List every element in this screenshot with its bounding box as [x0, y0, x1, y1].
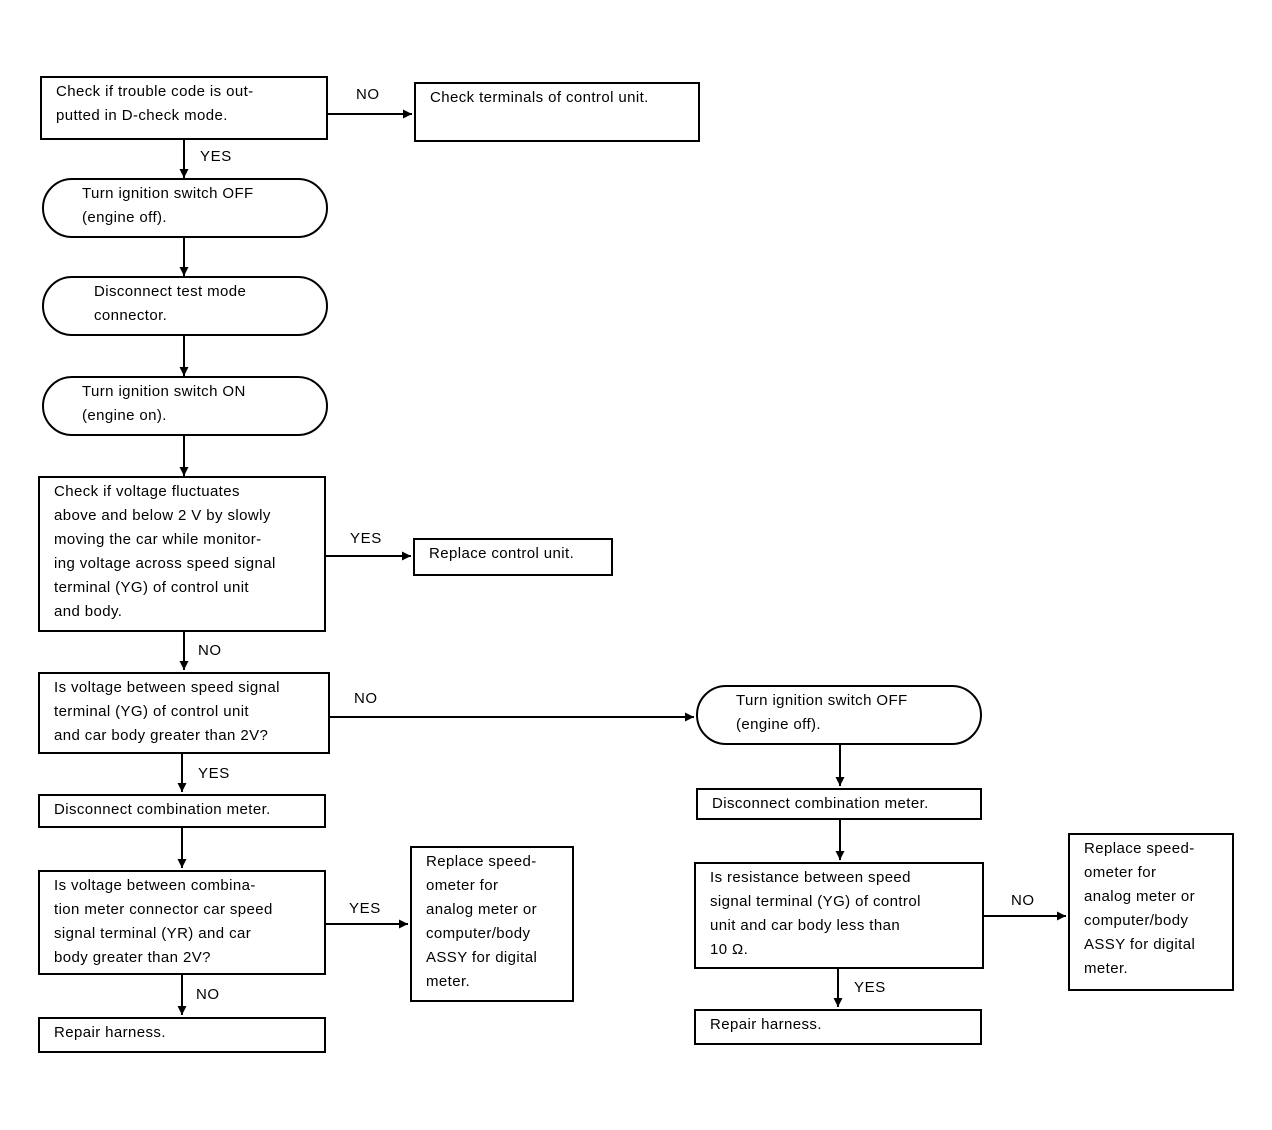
- replace-speedometer-box-right: Replace speed- ometer for analog meter o…: [1068, 833, 1234, 991]
- turn-ignition-off-box-right: Turn ignition switch OFF (engine off).: [696, 685, 982, 745]
- label-n6-yes: YES: [198, 765, 230, 782]
- resistance-check-box: Is resistance between speed signal termi…: [694, 862, 984, 969]
- label-n6-no: NO: [354, 690, 378, 707]
- repair-harness-box-right: Repair harness.: [694, 1009, 982, 1045]
- label-n5-no: NO: [198, 642, 222, 659]
- replace-speedometer-box-left: Replace speed- ometer for analog meter o…: [410, 846, 574, 1002]
- label-n1-no: NO: [356, 86, 380, 103]
- label-r3-yes: YES: [854, 979, 886, 996]
- check-trouble-code-box: Check if trouble code is out- putted in …: [40, 76, 328, 140]
- voltage-speed-signal-box: Is voltage between speed signal terminal…: [38, 672, 330, 754]
- label-n8-no: NO: [196, 986, 220, 1003]
- check-terminals-box: Check terminals of control unit.: [414, 82, 700, 142]
- turn-ignition-off-box: Turn ignition switch OFF (engine off).: [42, 178, 328, 238]
- disconnect-test-mode-box: Disconnect test mode connector.: [42, 276, 328, 336]
- label-n1-yes: YES: [200, 148, 232, 165]
- repair-harness-box-left: Repair harness.: [38, 1017, 326, 1053]
- disconnect-combination-meter-box-right: Disconnect combination meter.: [696, 788, 982, 820]
- replace-control-unit-box: Replace control unit.: [413, 538, 613, 576]
- check-voltage-fluctuates-box: Check if voltage fluctuates above and be…: [38, 476, 326, 632]
- turn-ignition-on-box: Turn ignition switch ON (engine on).: [42, 376, 328, 436]
- label-r3-no: NO: [1011, 892, 1035, 909]
- label-n8-yes: YES: [349, 900, 381, 917]
- label-n5-yes: YES: [350, 530, 382, 547]
- disconnect-combination-meter-box: Disconnect combination meter.: [38, 794, 326, 828]
- voltage-combination-meter-box: Is voltage between combina- tion meter c…: [38, 870, 326, 975]
